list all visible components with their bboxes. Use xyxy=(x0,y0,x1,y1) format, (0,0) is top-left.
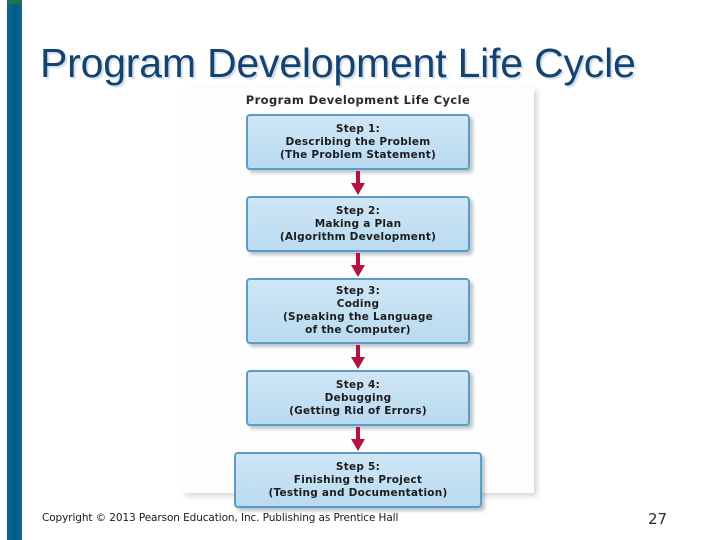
arrow-down-icon xyxy=(351,427,365,451)
arrow-down-icon xyxy=(351,253,365,277)
step-1-line-2: Describing the Problem xyxy=(285,135,431,148)
step-2-line-3: (Algorithm Development) xyxy=(279,230,437,243)
step-4-line-3: (Getting Rid of Errors) xyxy=(289,404,427,417)
figure-caption: Program Development Life Cycle xyxy=(245,93,471,107)
step-box-4[interactable]: Step 4: Debugging (Getting Rid of Errors… xyxy=(246,370,470,426)
step-3-line-3: (Speaking the Language xyxy=(282,311,434,323)
connector-4-to-5 xyxy=(182,426,534,452)
flowchart: Step 1: Describing the Problem (The Prob… xyxy=(182,114,534,508)
arrow-down-icon xyxy=(351,345,365,369)
step-3-line-2: Coding xyxy=(336,298,380,310)
step-3-line-1: Step 3: xyxy=(335,285,381,297)
flow-row: Step 5: Finishing the Project (Testing a… xyxy=(182,452,534,508)
connector-1-to-2 xyxy=(182,170,534,196)
step-5-line-2: Finishing the Project xyxy=(293,473,423,486)
connector-3-to-4 xyxy=(182,344,534,370)
step-1-line-3: (The Problem Statement) xyxy=(279,148,437,161)
flow-row: Step 2: Making a Plan (Algorithm Develop… xyxy=(182,196,534,252)
flow-row: Step 4: Debugging (Getting Rid of Errors… xyxy=(182,370,534,426)
connector-2-to-3 xyxy=(182,252,534,278)
step-2-line-1: Step 2: xyxy=(335,204,381,217)
step-1-line-1: Step 1: xyxy=(335,122,381,135)
step-box-2[interactable]: Step 2: Making a Plan (Algorithm Develop… xyxy=(246,196,470,252)
footer-copyright: Copyright © 2013 Pearson Education, Inc.… xyxy=(42,512,399,524)
left-accent-stripe xyxy=(7,0,22,540)
step-5-line-1: Step 5: xyxy=(335,460,381,473)
page-number: 27 xyxy=(648,510,668,528)
step-box-1[interactable]: Step 1: Describing the Problem (The Prob… xyxy=(246,114,470,170)
step-3-line-4: of the Computer) xyxy=(305,324,411,336)
page-title: Program Development Life Cycle xyxy=(40,40,636,86)
step-box-3[interactable]: Step 3: Coding (Speaking the Language of… xyxy=(246,278,470,344)
step-2-line-2: Making a Plan xyxy=(314,217,402,230)
flow-row: Step 1: Describing the Problem (The Prob… xyxy=(182,114,534,170)
step-box-5[interactable]: Step 5: Finishing the Project (Testing a… xyxy=(234,452,482,508)
arrow-down-icon xyxy=(351,171,365,195)
step-4-line-1: Step 4: xyxy=(335,378,381,391)
step-4-line-2: Debugging xyxy=(324,391,392,404)
step-5-line-3: (Testing and Documentation) xyxy=(268,486,448,499)
flow-row: Step 3: Coding (Speaking the Language of… xyxy=(182,278,534,344)
life-cycle-diagram: Program Development Life Cycle Step 1: D… xyxy=(182,88,534,508)
left-accent-stripe-cap xyxy=(7,0,22,4)
